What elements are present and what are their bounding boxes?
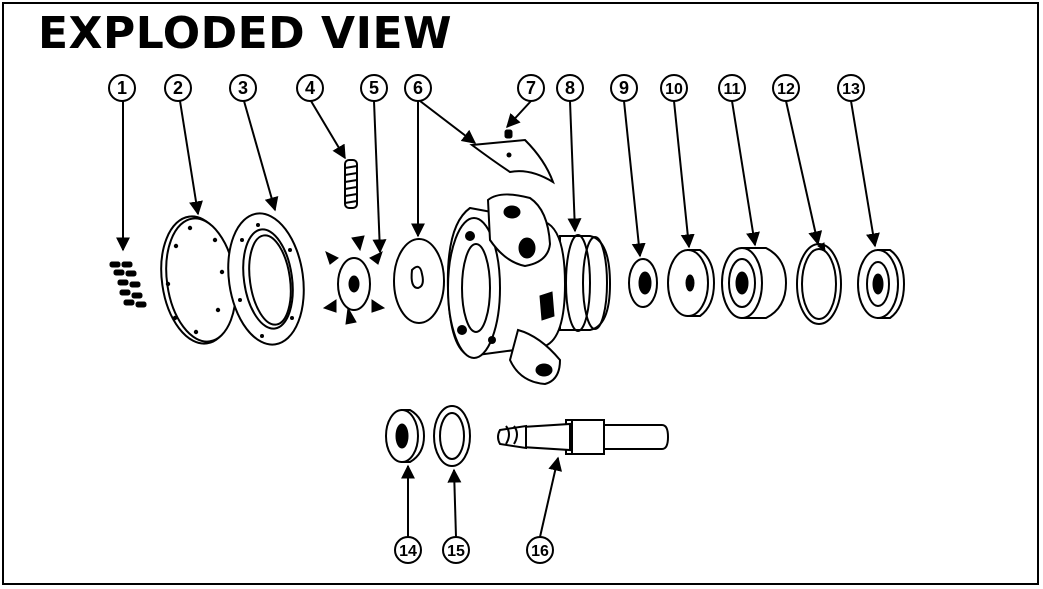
callout-15: 15	[442, 536, 470, 564]
callout-6: 6	[404, 74, 432, 102]
part-9-seal	[628, 258, 658, 308]
callout-10-label: 10	[665, 81, 683, 98]
part-7-cam-and-screw	[469, 129, 555, 185]
callout-7-label: 7	[526, 78, 536, 98]
callout-4-label: 4	[305, 78, 315, 98]
callout-1-label: 1	[117, 78, 127, 98]
part-4-set-screw	[344, 159, 358, 209]
callout-2-label: 2	[173, 78, 183, 98]
callout-6-label: 6	[413, 78, 423, 98]
callout-10: 10	[660, 74, 688, 102]
callout-14-label: 14	[399, 543, 417, 560]
part-14-bearing	[385, 409, 426, 463]
callout-16-label: 16	[531, 543, 549, 560]
part-1-screws	[109, 261, 147, 308]
part-5-impeller	[322, 235, 386, 325]
callout-9-label: 9	[619, 78, 629, 98]
callout-8-label: 8	[565, 78, 575, 98]
page-title: EXPLODED VIEW	[38, 8, 453, 59]
part-15-ring	[433, 405, 471, 467]
callout-8: 8	[556, 74, 584, 102]
callout-7: 7	[517, 74, 545, 102]
part-3-gasket	[227, 212, 305, 346]
callout-4: 4	[296, 74, 324, 102]
callout-12: 12	[772, 74, 800, 102]
callout-5-label: 5	[369, 78, 379, 98]
leader-lines	[116, 100, 880, 538]
part-8-pump-body	[446, 193, 612, 386]
callout-12-label: 12	[777, 81, 795, 98]
part-10-washer	[667, 249, 716, 317]
part-11-bearing	[721, 247, 788, 319]
callout-5: 5	[360, 74, 388, 102]
callout-3: 3	[229, 74, 257, 102]
callout-14: 14	[394, 536, 422, 564]
callout-9: 9	[610, 74, 638, 102]
part-13-bearing	[857, 249, 906, 319]
part-12-retaining-ring	[796, 242, 842, 325]
callout-13: 13	[837, 74, 865, 102]
part-6-wear-plate	[393, 238, 445, 324]
callout-11-label: 11	[724, 81, 741, 98]
callout-11: 11	[718, 74, 746, 102]
callout-15-label: 15	[447, 543, 465, 560]
part-16-shaft	[497, 419, 670, 455]
callout-3-label: 3	[238, 78, 248, 98]
callout-2: 2	[164, 74, 192, 102]
callout-13-label: 13	[842, 81, 860, 98]
callout-16: 16	[526, 536, 554, 564]
callout-1: 1	[108, 74, 136, 102]
